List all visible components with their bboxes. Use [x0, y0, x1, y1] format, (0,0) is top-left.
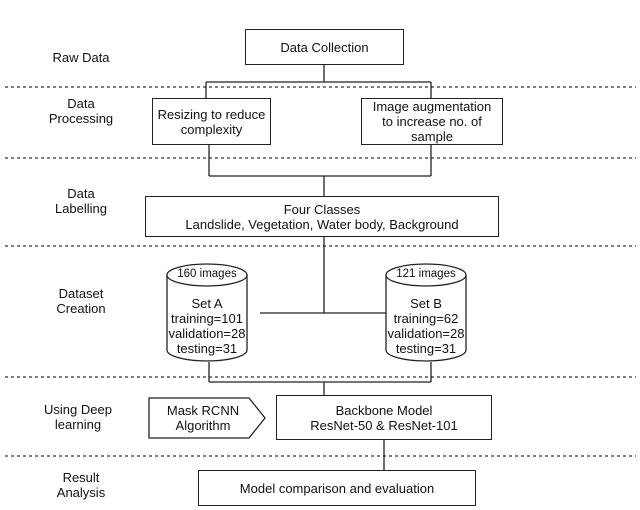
- set-a-count: 160 images: [177, 268, 237, 280]
- set-a-cylinder: [166, 263, 248, 362]
- set-b-details: Set B training=62 validation=28 testing=…: [387, 296, 465, 356]
- stage-raw-data: Raw Data: [52, 50, 110, 65]
- data-collection-box: Data Collection: [245, 29, 404, 65]
- set-b-cylinder: [385, 263, 467, 362]
- mask-rcnn-shape: [148, 397, 266, 439]
- set-a-details: Set A training=101 validation=28 testing…: [168, 296, 246, 356]
- set-b-count: 121 images: [396, 268, 456, 280]
- evaluation-box: Model comparison and evaluation: [198, 470, 476, 506]
